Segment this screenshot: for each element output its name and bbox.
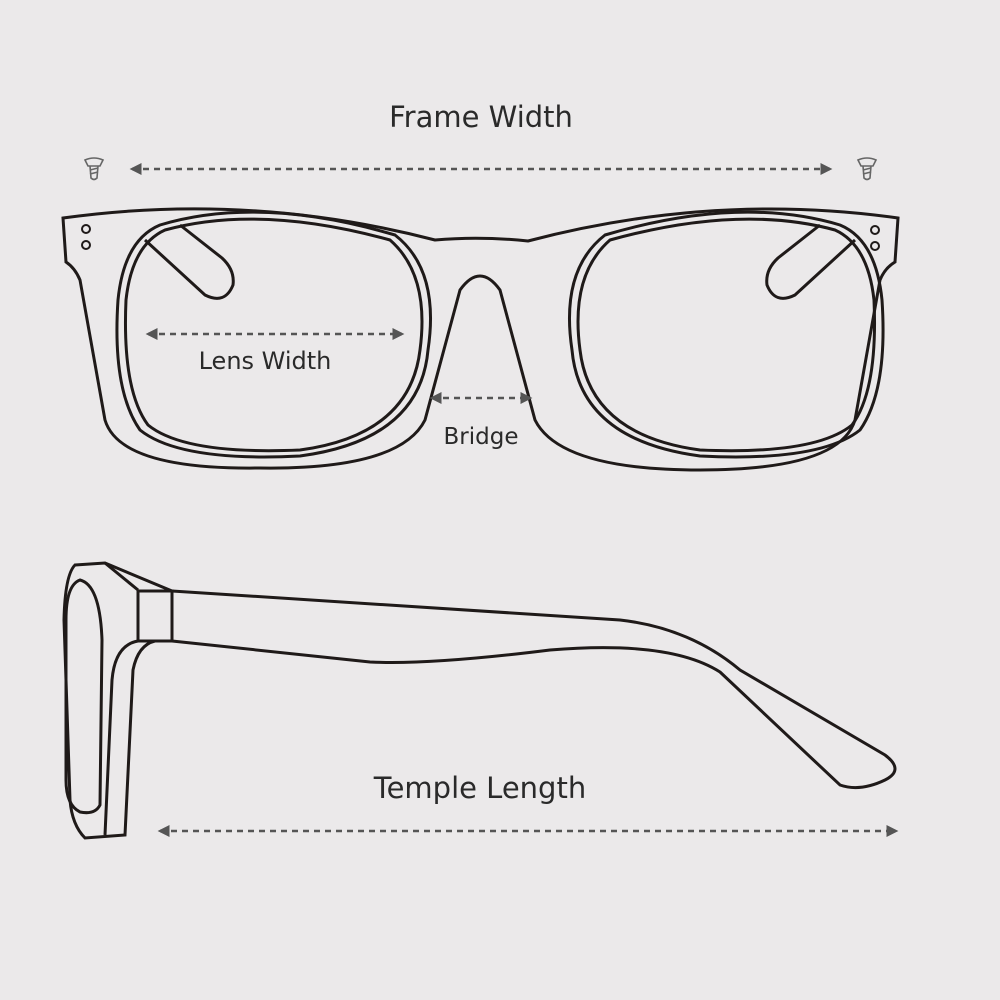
bridge-label: Bridge bbox=[443, 424, 519, 450]
lens-width-label: Lens Width bbox=[198, 347, 332, 375]
screw-icon-right bbox=[856, 157, 878, 181]
frame-width-label: Frame Width bbox=[389, 100, 573, 134]
hinge-dots bbox=[81, 224, 880, 251]
temple-length-label: Temple Length bbox=[373, 771, 587, 805]
screw-icon-left bbox=[83, 157, 105, 181]
front-frame bbox=[61, 207, 900, 472]
side-view-frame bbox=[62, 561, 897, 840]
